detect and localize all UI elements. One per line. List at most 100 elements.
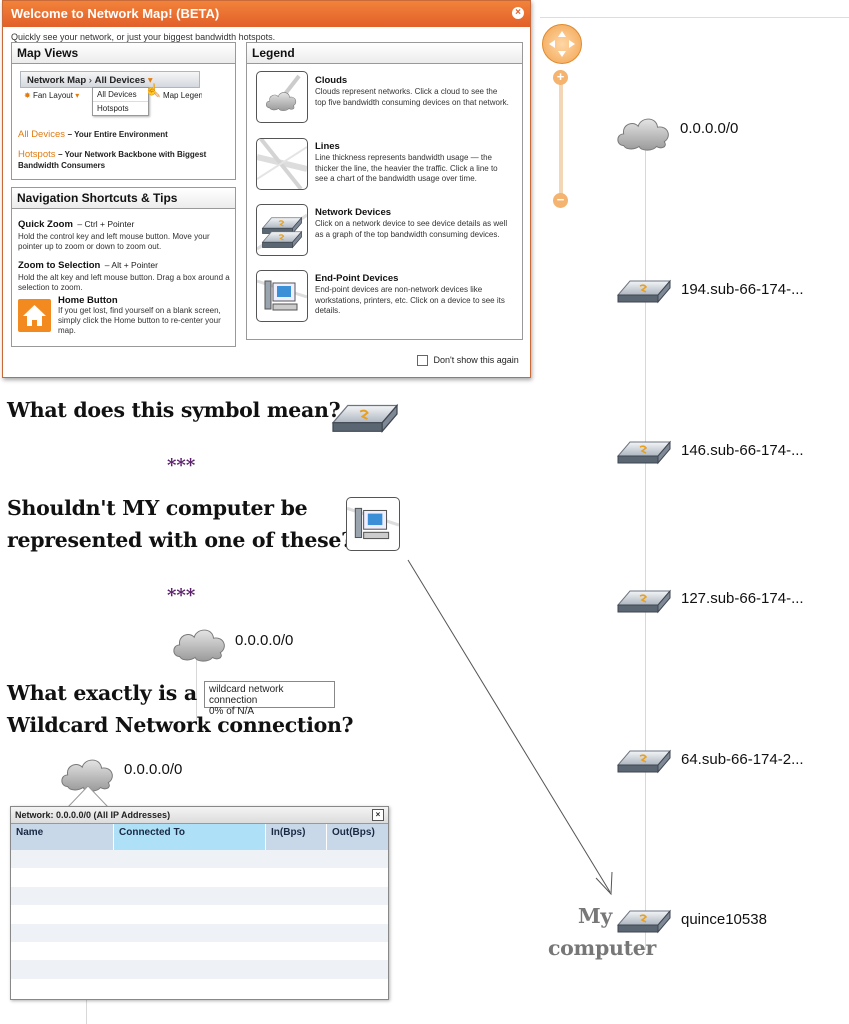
network-cloud-label: 0.0.0.0/0 <box>680 120 739 137</box>
fan-layout-button[interactable]: Fan Layout <box>32 91 73 100</box>
question-wildcard-line1: What exactly is a <box>7 681 197 705</box>
endpoint-device-icon <box>256 270 308 322</box>
network-details-table: Network: 0.0.0.0/0 (All IP Addresses) × … <box>10 806 389 1000</box>
device-label: quince10538 <box>681 911 767 928</box>
table-row <box>11 923 388 942</box>
quick-zoom-desc: Hold the control key and left mouse butt… <box>18 232 210 251</box>
nav-tips-header: Navigation Shortcuts & Tips <box>12 188 235 209</box>
legend-desc-lines: Line thickness represents bandwidth usag… <box>315 153 498 183</box>
table-row <box>11 850 388 869</box>
device-label: 64.sub-66-174-2... <box>681 751 804 768</box>
toolbar: ✸ Fan Layout ▾ <box>24 91 79 100</box>
legend-title-lines: Lines <box>315 141 340 152</box>
network-cloud-label: 0.0.0.0/0 <box>124 761 183 778</box>
quick-zoom-title: Quick Zoom <box>18 219 73 230</box>
legend-desc-clouds: Clouds represent networks. Click a cloud… <box>315 87 509 107</box>
all-devices-link[interactable]: All Devices <box>18 129 65 140</box>
my-computer-label-line1: My <box>578 904 613 928</box>
legend-title-network-devices: Network Devices <box>315 207 392 218</box>
device-label: 194.sub-66-174-... <box>681 281 804 298</box>
legend-title-endpoint-devices: End-Point Devices <box>315 273 399 284</box>
dropdown-option-hotspots[interactable]: Hotspots <box>93 101 148 115</box>
map-views-panel: Map Views Network Map › All Devices ▾ ✸ … <box>11 42 236 180</box>
view-dropdown: All Devices Hotspots <box>92 87 149 116</box>
legend-desc-endpoint-devices: End-point devices are non-network device… <box>315 285 505 315</box>
welcome-close-icon[interactable]: × <box>512 7 524 19</box>
home-tip: Home Button If you get lost, find yourse… <box>58 295 228 336</box>
tooltip-line2: 0% of N/A <box>209 706 255 717</box>
breadcrumb-sep: › <box>88 75 92 86</box>
dont-show-checkbox[interactable] <box>417 355 428 367</box>
question-my-computer-line1: Shouldn't MY computer be <box>7 496 308 520</box>
quick-zoom-tip: Quick Zoom – Ctrl + Pointer Hold the con… <box>18 214 230 252</box>
column-header-name[interactable]: Name <box>11 824 114 850</box>
map-top-border <box>540 17 849 18</box>
map-views-header: Map Views <box>12 43 235 64</box>
home-desc: If you get lost, find yourself on a blan… <box>58 306 221 335</box>
tooltip-line1: wildcard network connection <box>209 684 284 706</box>
legend-desc-network-devices: Click on a network device to see device … <box>315 219 508 239</box>
home-button-icon[interactable] <box>18 299 51 332</box>
dont-show-again: Don't show this again <box>417 355 519 367</box>
zoom-track[interactable] <box>559 80 563 200</box>
map-legend-toolbar: ✎ Map Legend <box>154 91 202 100</box>
legend-header: Legend <box>247 43 522 64</box>
close-icon[interactable]: × <box>372 809 384 821</box>
welcome-dialog: Welcome to Network Map! (BETA) × Quickly… <box>2 0 531 378</box>
device-label: 146.sub-66-174-... <box>681 442 804 459</box>
hotspots-text: – Your Network Backbone with Biggest Ban… <box>18 150 207 170</box>
legend-title-clouds: Clouds <box>315 75 348 86</box>
dropdown-option-all-devices[interactable]: All Devices <box>97 90 137 99</box>
device-label: 127.sub-66-174-... <box>681 590 804 607</box>
cloud-icon <box>256 71 308 123</box>
breadcrumb-current[interactable]: All Devices <box>94 75 146 86</box>
column-header-out[interactable]: Out(Bps) <box>327 824 388 850</box>
chevron-down-icon: ▾ <box>75 91 80 100</box>
separator-stars: *** <box>167 585 196 606</box>
column-header-in[interactable]: In(Bps) <box>266 824 327 850</box>
zoom-selection-desc: Hold the alt key and left mouse button. … <box>18 273 230 292</box>
nav-tips-panel: Navigation Shortcuts & Tips Quick Zoom –… <box>11 187 236 347</box>
cursor-icon: ☝ <box>145 84 159 96</box>
left-connector-line[interactable] <box>196 660 197 720</box>
hotspots-link[interactable]: Hotspots <box>18 149 56 160</box>
table-header-row: Name Connected To In(Bps) Out(Bps) <box>11 824 388 850</box>
zoom-in-icon[interactable]: + <box>553 70 568 85</box>
hotspots-desc: Hotspots – Your Network Backbone with Bi… <box>18 149 230 171</box>
network-cloud-label: 0.0.0.0/0 <box>235 632 294 649</box>
network-table-title: Network: 0.0.0.0/0 (All IP Addresses) <box>15 810 171 820</box>
zoom-selection-keys: – Alt + Pointer <box>104 260 158 270</box>
separator-stars: *** <box>167 455 196 476</box>
home-title: Home Button <box>58 295 118 306</box>
dont-show-label: Don't show this again <box>433 355 519 365</box>
table-row <box>11 886 388 906</box>
lines-icon <box>256 137 308 191</box>
network-table-titlebar: Network: 0.0.0.0/0 (All IP Addresses) × <box>11 807 388 824</box>
all-devices-text: – Your Entire Environment <box>67 130 168 139</box>
welcome-title: Welcome to Network Map! (BETA) <box>11 6 220 21</box>
quick-zoom-keys: – Ctrl + Pointer <box>77 219 135 229</box>
chevron-down-icon[interactable]: ▾ <box>147 75 153 86</box>
welcome-titlebar: Welcome to Network Map! (BETA) × <box>3 1 530 27</box>
zoom-out-icon[interactable]: − <box>553 193 568 208</box>
network-device-icon <box>256 204 308 256</box>
pencil-icon: ✎ <box>154 91 161 100</box>
question-my-computer-line2: represented with one of these? <box>7 528 353 552</box>
all-devices-desc: All Devices – Your Entire Environment <box>18 129 230 140</box>
breadcrumb-root[interactable]: Network Map <box>27 75 87 86</box>
zoom-selection-tip: Zoom to Selection – Alt + Pointer Hold t… <box>18 255 230 293</box>
question-wildcard-line2: Wildcard Network connection? <box>7 713 354 737</box>
my-computer-label-line2: computer <box>548 936 656 960</box>
column-header-connected-to[interactable]: Connected To <box>114 824 266 850</box>
map-connector-line[interactable] <box>645 150 646 950</box>
endpoint-device-icon <box>346 497 400 551</box>
welcome-subtitle: Quickly see your network, or just your b… <box>11 32 276 42</box>
table-row <box>11 960 388 979</box>
zoom-selection-title: Zoom to Selection <box>18 260 101 271</box>
left-connector-line-2[interactable] <box>86 990 87 1024</box>
map-legend-button[interactable]: Map Legend <box>162 91 202 100</box>
connection-tooltip: wildcard network connection 0% of N/A <box>204 681 335 717</box>
pan-control-icon[interactable] <box>542 24 582 64</box>
legend-panel: Legend Clouds Clouds represent networks.… <box>246 42 523 340</box>
